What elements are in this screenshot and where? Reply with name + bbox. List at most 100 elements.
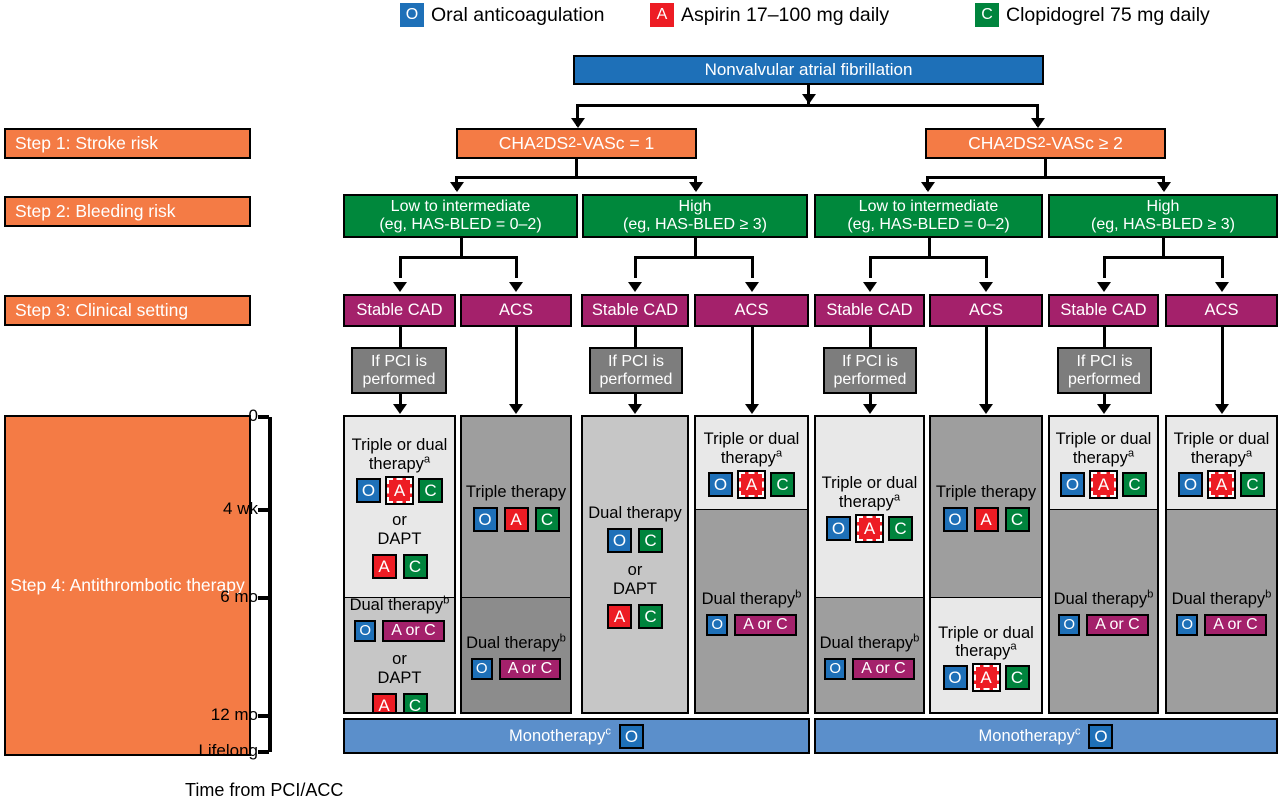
- therapy-segment-label-2-1: Triple therapy: [465, 483, 567, 502]
- pci-box-4-line2: performed: [1068, 370, 1141, 388]
- step2-arrow-2: [688, 182, 703, 192]
- monotherapy-bar-2: Monotherapyc O: [814, 718, 1278, 754]
- step2-hbar-right: [926, 176, 1165, 179]
- therapy-segment-label-6-2: Triple or dual therapya: [938, 623, 1034, 660]
- title-box: Nonvalvular atrial fibrillation: [573, 55, 1044, 85]
- drug-chip-c: C: [402, 692, 428, 712]
- drug-chip-c: C: [534, 506, 560, 532]
- title-hbar: [576, 104, 1039, 107]
- title-right-drop: [1036, 104, 1039, 126]
- time-axis-label-4: Lifelong: [198, 741, 258, 760]
- step3-hbar-2: [634, 256, 754, 259]
- drug-chip-o: O: [1088, 723, 1114, 749]
- step3-box-4: ACS: [694, 294, 809, 327]
- acs-drop-3: [985, 327, 988, 410]
- step2-box-2-line2: (eg, HAS-BLED ≥ 3): [623, 216, 767, 233]
- step3-rdrop-2: [750, 256, 754, 278]
- drug-chip-a: A: [385, 476, 414, 505]
- drug-chip-a-or-c: A or C: [1204, 613, 1267, 636]
- step2-box-3-line1: Low to intermediate: [858, 198, 999, 216]
- step-label-1: Step 1: Stroke risk: [4, 128, 251, 159]
- therapy-segment-label-3-1: Dual therapy: [588, 504, 682, 523]
- drug-chip-c: C: [638, 527, 663, 553]
- legend-chip-a: A: [650, 3, 674, 27]
- drug-chip-o: O: [607, 527, 632, 553]
- time-axis-label-0: 0: [248, 406, 258, 425]
- pci-box-4-line1: If PCI is: [1076, 352, 1133, 370]
- step1-right-stem: [1044, 159, 1047, 176]
- step2-hbar-left: [455, 176, 697, 179]
- time-axis-tick-4: [258, 750, 269, 754]
- therapy-arrow-from-pci-1: [392, 404, 407, 414]
- drug-chip-a: A: [1207, 469, 1236, 499]
- step3-box-2: ACS: [460, 294, 572, 327]
- step2-box-2-line1: High: [678, 198, 712, 216]
- drug-chip-a: A: [855, 513, 884, 543]
- step2-box-1: Low to intermediate(eg, HAS-BLED = 0–2): [343, 194, 578, 238]
- therapy-segment-label-8-2: Dual therapyb: [1171, 588, 1272, 609]
- step3-arrow-7: [1096, 282, 1111, 292]
- drug-chip-a: A: [973, 506, 999, 532]
- drug-chip-c: C: [1240, 471, 1265, 497]
- time-axis-tick-2: [258, 596, 269, 600]
- pci-box-3-line1: If PCI is: [841, 352, 898, 370]
- drug-chip-a: A: [737, 469, 766, 499]
- therapy-segment-label-7-1: Triple or dual therapya: [1055, 430, 1152, 467]
- step3-arrow-2: [509, 282, 523, 292]
- therapy-segment-label-1-1: Triple or dual therapya: [351, 436, 448, 473]
- drug-chip-o: O: [470, 657, 493, 680]
- drug-chip-o: O: [1060, 471, 1085, 497]
- pci-stem-4: [1102, 327, 1106, 347]
- step3-box-5: Stable CAD: [814, 294, 925, 327]
- step3-rdrop-1: [515, 256, 518, 278]
- therapy-arrow-from-pci-2: [628, 404, 642, 414]
- therapy-segment-label-7-2: Dual therapyb: [1053, 588, 1154, 609]
- step1-left-stem: [575, 159, 578, 176]
- drug-chip-c: C: [418, 478, 443, 503]
- step3-stem-2: [694, 238, 697, 256]
- title-arrow: [801, 94, 816, 104]
- drug-chip-c: C: [1004, 665, 1030, 691]
- drug-chip-o: O: [826, 515, 851, 541]
- step3-rdrop-4: [1220, 256, 1224, 278]
- step3-hbar-3: [868, 256, 988, 259]
- pci-stem-2: [634, 327, 637, 347]
- step2-box-1-line2: (eg, HAS-BLED = 0–2): [379, 216, 542, 233]
- step3-box-3: Stable CAD: [581, 294, 689, 327]
- therapy-arrow-from-acs-3: [979, 404, 993, 414]
- drug-chip-a: A: [1089, 469, 1118, 499]
- drug-chip-a: A: [607, 603, 632, 629]
- monotherapy-label-2: Monotherapyc: [978, 725, 1081, 745]
- step3-ldrop-2: [634, 256, 637, 278]
- pci-box-2-line1: If PCI is: [607, 352, 664, 370]
- drug-chip-a-or-c: A or C: [498, 657, 562, 680]
- drug-chip-c: C: [1122, 471, 1147, 497]
- time-axis-spine: [268, 417, 272, 752]
- step2-arrow-1: [449, 182, 464, 192]
- step3-arrow-5: [862, 282, 877, 292]
- step3-arrow-1: [392, 282, 407, 292]
